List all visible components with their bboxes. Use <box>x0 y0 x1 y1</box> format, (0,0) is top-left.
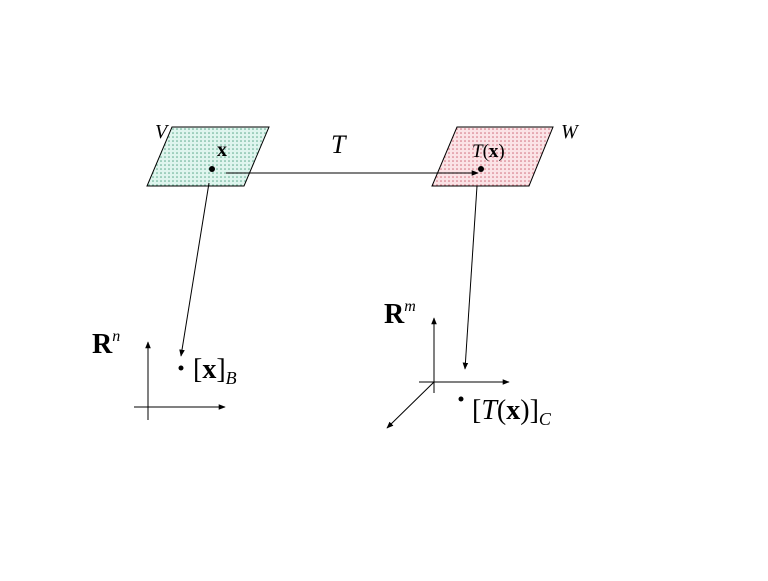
point-tx-label-close: ) <box>498 141 504 162</box>
space-v-plane <box>146 126 270 187</box>
point-tx-label-open: ( <box>483 141 489 162</box>
rm-label-exp: m <box>404 298 416 315</box>
coord-tx-close: ] <box>530 395 539 426</box>
point-x-label: x <box>217 139 227 161</box>
coord-tx-paren-close: ) <box>520 395 529 426</box>
rn-label: Rn <box>92 328 120 360</box>
point-tx <box>478 166 484 172</box>
space-v-label: V <box>155 121 170 143</box>
rn-label-exp: n <box>112 328 120 345</box>
rm-label-r: R <box>384 299 405 330</box>
coord-tx-vec: x <box>506 395 520 426</box>
coord-tx-sub: C <box>539 409 552 429</box>
point-coord-x <box>178 365 184 371</box>
coord-arrow-v <box>179 182 210 357</box>
point-coord-tx <box>458 396 464 402</box>
point-x <box>209 166 215 172</box>
coord-x-sub: B <box>226 368 237 388</box>
rm-axis-depth <box>386 381 435 429</box>
space-w-plane <box>431 126 554 187</box>
coord-x-label: [x]B <box>193 354 237 388</box>
coord-tx-t: T <box>481 395 499 426</box>
coord-tx-label: [T(x)]C <box>472 395 552 429</box>
space-w-label: W <box>561 121 580 143</box>
coord-arrow-w <box>462 185 478 370</box>
rn-label-r: R <box>92 329 113 360</box>
point-tx-label-t: T <box>472 141 484 162</box>
rm-label: Rm <box>384 298 416 330</box>
coord-tx-open: [ <box>472 395 481 426</box>
coord-x-close: ] <box>216 354 225 385</box>
coord-x-vec: x <box>202 354 216 385</box>
point-tx-label-x: x <box>489 141 499 162</box>
point-tx-label: T(x) <box>472 141 505 162</box>
coord-tx-paren-open: ( <box>497 395 506 426</box>
map-t-label: T <box>331 130 347 159</box>
coord-x-open: [ <box>193 354 202 385</box>
